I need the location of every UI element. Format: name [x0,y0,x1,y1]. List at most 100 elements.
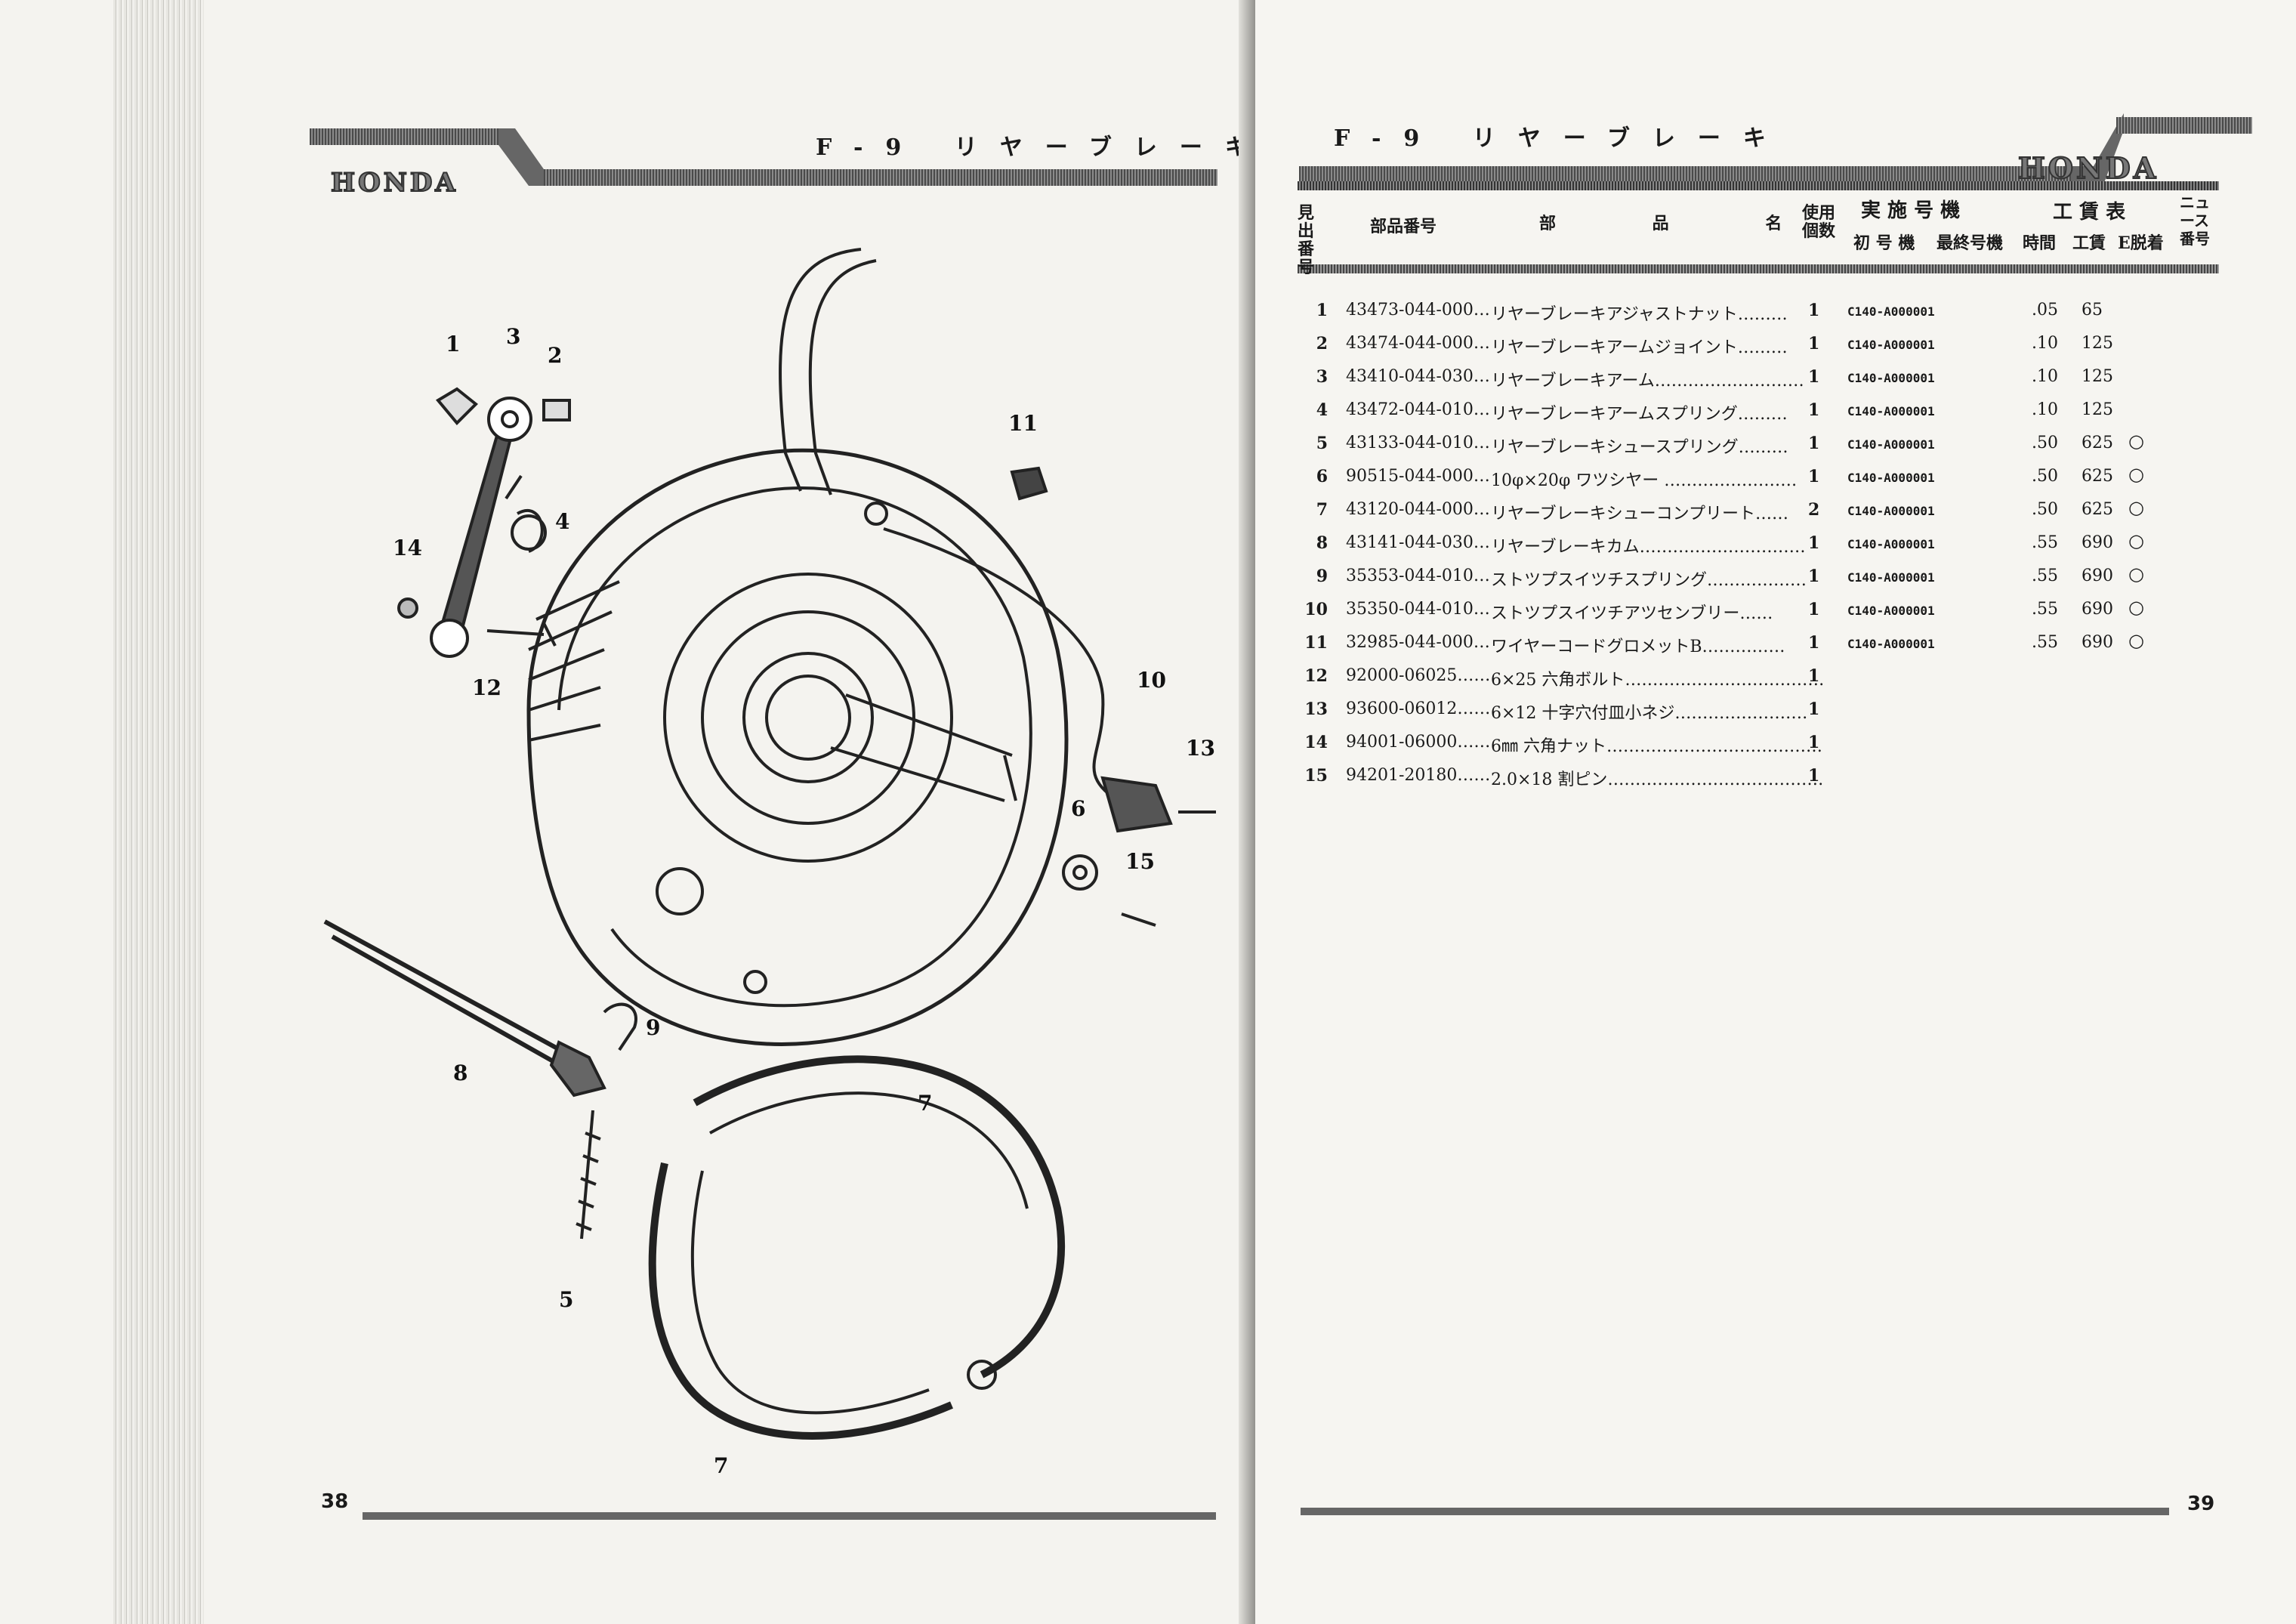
row-number: 10 [1304,600,1328,619]
row-number: 11 [1304,633,1328,653]
row-number: 8 [1316,533,1328,553]
part-number: 32985-044-000… [1346,633,1490,652]
grommet-11 [1010,466,1048,501]
page-edges [113,0,204,1624]
parts-table: 見出番号 部品番号 部 品 名 使用個数 実 施 号 機 初 号 機 最終号機 … [1298,181,2219,793]
hub-outer [663,573,953,863]
removal-mark: ○ [2128,431,2144,452]
labor-time: .50 [2032,434,2058,452]
brake-shoe-7b [648,1162,953,1440]
part-number: 90515-044-000… [1346,467,1490,486]
header-qty: 使用個数 [1802,203,1836,241]
row-number: 12 [1304,666,1328,686]
row-number: 2 [1316,334,1328,354]
quantity: 1 [1808,567,1820,586]
header-band-slant [2071,113,2124,183]
row-number: 7 [1316,500,1328,520]
part-number: 94201-20180…… [1346,766,1491,785]
table-header: 見出番号 部品番号 部 品 名 使用個数 実 施 号 機 初 号 機 最終号機 … [1298,190,2219,276]
quantity: 1 [1808,301,1820,320]
labor-time: .55 [2032,567,2058,585]
callout-15: 15 [1125,849,1155,874]
callout-14: 14 [393,536,422,560]
part-number: 94001-06000…… [1346,733,1491,752]
part-name: ストツプスイツチスプリング……………… [1491,571,1807,590]
header-last-serial: 最終号機 [1936,233,2004,253]
adjust-nut-1 [435,387,478,425]
callout-8: 8 [453,1061,468,1085]
row-number: 5 [1316,434,1328,453]
brake-panel [526,448,1069,1046]
part-name: 6×25 六角ボルト……………………………… [1491,671,1825,690]
callout-7a: 7 [918,1091,932,1116]
quantity: 1 [1808,434,1820,453]
labor-cost: 690 [2082,567,2113,585]
book-gutter [1239,0,1255,1624]
row-number: 6 [1316,467,1328,486]
labor-time: .55 [2032,633,2058,652]
page-number: 39 [2187,1493,2215,1515]
part-number: 43474-044-000… [1346,334,1490,353]
quantity: 1 [1808,600,1820,619]
part-name: リヤーブレーキシュースプリング……… [1491,438,1788,457]
removal-mark: ○ [2128,563,2144,585]
joint-pin-2 [542,399,571,421]
labor-cost: 625 [2082,434,2113,452]
row-number: 13 [1304,699,1328,719]
bolt-12 [486,622,557,647]
header-serial-group: 実 施 号 機 [1861,199,1961,222]
part-name: ストツプスイツチアツセンブリー…… [1491,604,1773,623]
first-serial: C140-A000001 [1847,404,1935,418]
header-band [529,169,1217,186]
callout-9: 9 [646,1015,660,1040]
header-band [2116,117,2252,134]
part-number: 43473-044-000… [1346,301,1490,320]
labor-cost: 125 [2082,400,2113,419]
part-name: リヤーブレーキシューコンプリート…… [1491,505,1789,523]
quantity: 1 [1808,766,1820,786]
brake-shoe-7a [693,1055,1066,1379]
header-labor-group: 工 賃 表 [2053,201,2126,224]
part-number: 43410-044-030… [1346,367,1490,386]
exploded-diagram: 1 2 3 4 5 6 7 7 8 9 10 11 12 13 14 15 [323,248,1216,1478]
row-number: 1 [1316,301,1328,320]
part-name: リヤーブレーキカム………………………… [1491,538,1806,557]
first-serial: C140-A000001 [1847,637,1935,651]
brake-arm [436,425,516,641]
left-page: F-9 リヤーブレーキ HONDA [0,0,1255,1624]
part-number: 92000-06025…… [1346,666,1491,685]
table-row: 12 92000-06025……6×25 六角ボルト………………………………1 [1298,660,2219,693]
nut-14 [397,597,418,619]
washer-6 [1062,854,1098,891]
labor-time: .50 [2032,500,2058,519]
wire-lead [779,248,862,492]
callout-2: 2 [548,343,562,368]
cooling-fins [528,580,620,742]
header-part-no: 部品番号 [1370,217,1437,236]
part-name: リヤーブレーキアームジョイント……… [1491,338,1788,357]
labor-time: .55 [2032,600,2058,619]
first-serial: C140-A000001 [1847,471,1935,485]
callout-6: 6 [1071,796,1085,821]
labor-cost: 690 [2082,600,2113,619]
labor-time: .50 [2032,467,2058,486]
stop-switch-13 [1100,776,1173,833]
first-serial: C140-A000001 [1847,604,1935,618]
stop-switch-wire [883,527,1119,802]
header-band-slant [498,128,544,186]
part-name: ワイヤーコードグロメットB…………… [1491,638,1785,656]
first-serial: C140-A000001 [1847,504,1935,518]
labor-cost: 125 [2082,334,2113,353]
header-band [1299,166,2083,183]
section-title: F-9 リヤーブレーキ [816,134,1255,161]
labor-time: .10 [2032,400,2058,419]
row-number: 15 [1304,766,1328,786]
quantity: 1 [1808,400,1820,420]
quantity: 1 [1808,666,1820,686]
row-number: 4 [1316,400,1328,420]
